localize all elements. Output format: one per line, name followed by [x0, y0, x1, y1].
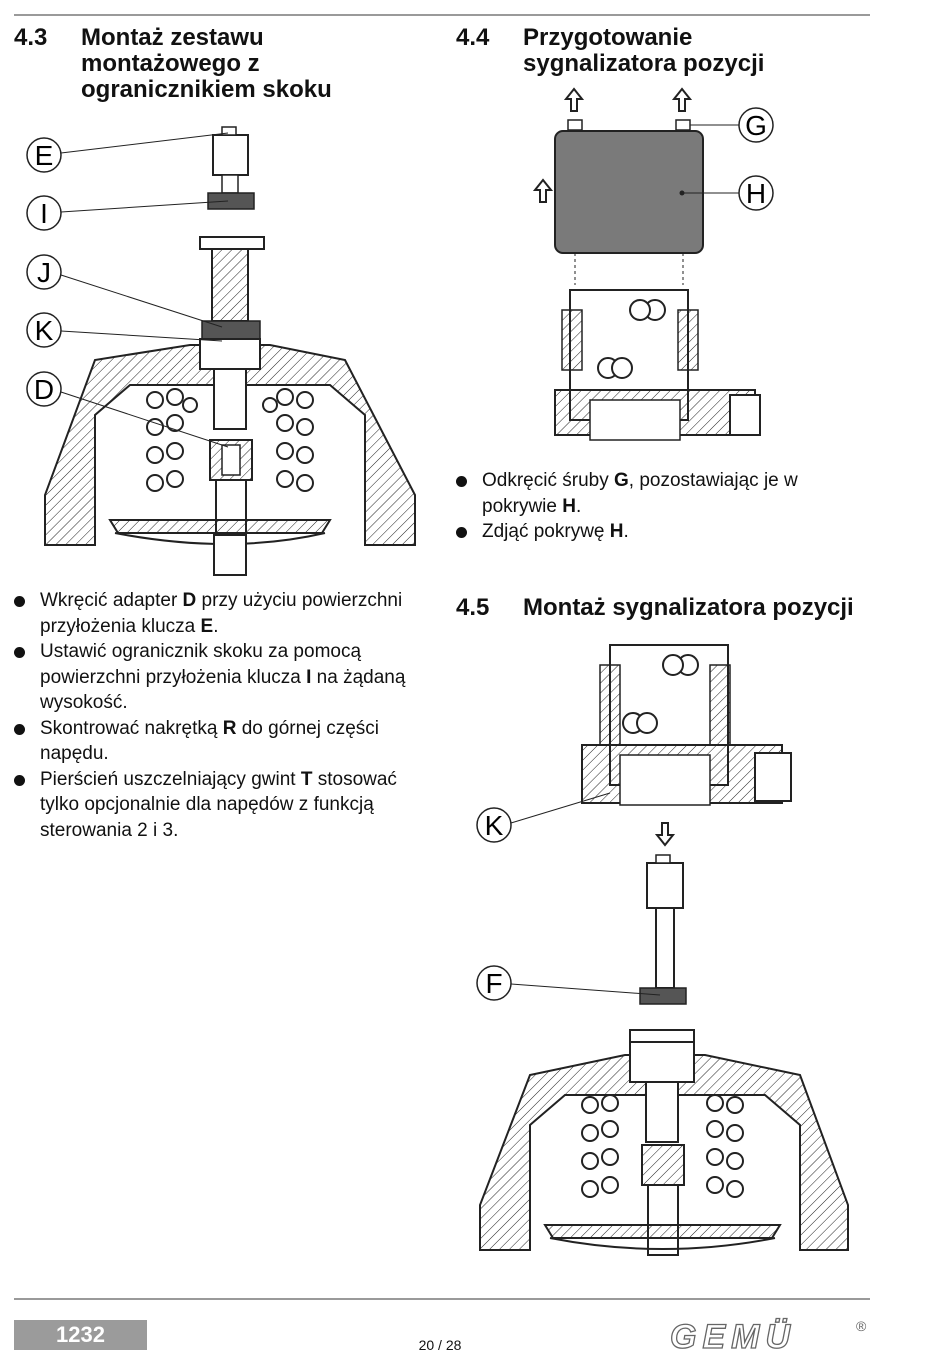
figure-stroke-limiter: E I J K D [26, 126, 416, 576]
callout-label-E: E [35, 140, 54, 171]
list-item: Odkręcić śruby G, pozostawiając je w pok… [456, 468, 876, 519]
section-title: Przygotowanie sygnalizatora pozycji [523, 24, 765, 77]
callout-label-H: H [746, 178, 766, 209]
section-title: Montaż sygnalizatora pozycji [523, 594, 854, 621]
list-item: Wkręcić adapter D przy użyciu powierzchn… [14, 588, 424, 639]
section-number: 4.3 [14, 24, 48, 51]
heading-4-3: 4.3 Montaż zestawu montażowego z ogranic… [14, 25, 414, 105]
callout-label-K: K [485, 810, 504, 841]
callout-K: K [26, 312, 223, 348]
callout-E: E [26, 132, 229, 173]
callout-K: K [476, 792, 611, 843]
figure-indicator-mounting: K F [476, 644, 849, 1256]
callout-H: H [679, 175, 774, 211]
list-item: Ustawić ogranicznik skoku za pomocą powi… [14, 639, 424, 716]
bullet-icon [14, 774, 25, 786]
list-item: Skontrować nakrętką R do górnej części n… [14, 716, 424, 767]
instructions-4-4: Odkręcić śruby G, pozostawiając je w pok… [456, 468, 876, 545]
figure-indicator-cover: G H [532, 87, 774, 441]
bullet-icon [14, 723, 25, 735]
arrow-down-icon [654, 822, 676, 847]
section-number: 4.5 [456, 594, 490, 621]
heading-4-4: 4.4 Przygotowanie sygnalizatora pozycji [456, 25, 856, 80]
bullet-icon [14, 596, 25, 607]
arrow-up-icon [532, 87, 693, 203]
callout-F: F [476, 965, 661, 1001]
callout-D: D [26, 371, 229, 448]
callout-G: G [690, 107, 774, 143]
callout-label-I: I [40, 198, 48, 229]
document-number: 1232 [14, 1320, 147, 1350]
heading-4-5: 4.5 Montaż sygnalizatora pozycji [456, 595, 876, 623]
bullet-icon [14, 647, 25, 658]
callout-label-F: F [485, 968, 502, 999]
callout-label-D: D [34, 374, 54, 405]
page-number: 20 / 28 [418, 1337, 462, 1353]
bottom-rule [14, 1298, 870, 1300]
section-title: Montaż zestawu montażowego z ogranicznik… [81, 24, 332, 103]
bullet-icon [456, 527, 467, 538]
instructions-4-3: Wkręcić adapter D przy użyciu powierzchn… [14, 588, 424, 843]
callout-label-J: J [37, 257, 51, 288]
list-item: Pierścień uszczelniający gwint T stosowa… [14, 767, 424, 844]
callout-label-G: G [745, 110, 767, 141]
registered-mark: ® [856, 1318, 867, 1334]
callout-I: I [26, 195, 229, 231]
top-rule [14, 14, 870, 16]
brand-logo: GEMÜ [669, 1317, 796, 1356]
section-number: 4.4 [456, 24, 490, 51]
callouts: K F [476, 792, 661, 1001]
bullet-icon [456, 476, 467, 487]
callout-J: J [26, 254, 223, 328]
callout-label-K: K [35, 315, 54, 346]
callouts: E I J K D [26, 132, 229, 448]
list-item: Zdjąć pokrywę H. [456, 519, 876, 545]
callouts: G H [679, 107, 774, 211]
